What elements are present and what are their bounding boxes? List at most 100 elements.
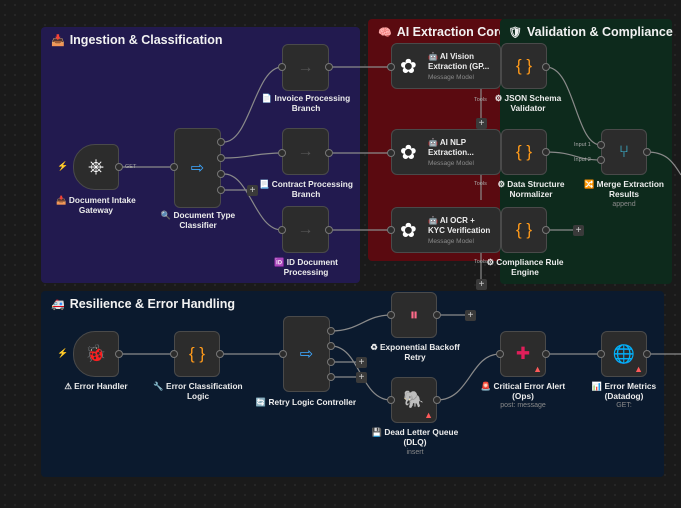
webhook-icon: ⎈ xyxy=(88,155,104,178)
input-label: Input 2 xyxy=(574,157,591,163)
shield-icon: 🛡 xyxy=(508,26,522,39)
add-node-button[interactable]: + xyxy=(465,310,476,321)
node-dead-letter-queue[interactable]: 🐘 ▲ xyxy=(391,377,437,423)
output-port[interactable] xyxy=(643,148,651,156)
node-document-intake[interactable]: ⎈ xyxy=(73,144,119,190)
add-node-button[interactable]: + xyxy=(356,357,367,368)
output-port-0[interactable] xyxy=(217,138,225,146)
add-node-button[interactable]: + xyxy=(573,225,584,236)
code-braces-icon: { } xyxy=(188,344,206,363)
node-contract-branch[interactable]: → xyxy=(282,128,329,175)
output-port-3[interactable] xyxy=(217,186,225,194)
node-label: 💾 Dead Letter Queue(DLQ) xyxy=(371,427,459,447)
node-document-type-classifier[interactable]: ⇨ xyxy=(174,128,221,208)
ambulance-icon: 🚑 xyxy=(51,298,65,311)
signpost-icon: ⇨ xyxy=(190,160,205,177)
node-json-schema-validator[interactable]: { } xyxy=(501,43,547,89)
pause-icon: ⏸ xyxy=(409,305,419,324)
trigger-bolt-icon: ⚡ xyxy=(57,161,69,171)
node-data-normalizer[interactable]: { } xyxy=(501,129,547,175)
openai-icon: ✿ xyxy=(400,141,417,164)
add-tool-button[interactable]: + xyxy=(476,279,487,290)
output-port[interactable] xyxy=(115,350,123,358)
node-ai-ocr[interactable]: ✿ 🤖 AI OCR +KYC Verification Message Mod… xyxy=(391,207,501,253)
node-retry-controller[interactable]: ⇨ xyxy=(283,316,330,392)
node-error-handler[interactable]: 🐞 xyxy=(73,331,119,377)
globe-icon: 🌐 xyxy=(612,343,636,364)
input-port[interactable] xyxy=(387,396,395,404)
output-port[interactable] xyxy=(325,226,333,234)
code-braces-icon: { } xyxy=(515,220,533,239)
node-invoice-branch[interactable]: → xyxy=(282,44,329,91)
node-compliance-engine[interactable]: { } xyxy=(501,207,547,253)
node-error-metrics[interactable]: 🌐 ▲ xyxy=(601,331,647,377)
output-port[interactable] xyxy=(433,311,441,319)
node-error-classification[interactable]: { } xyxy=(174,331,220,377)
output-port[interactable] xyxy=(433,396,441,404)
node-id-document[interactable]: → xyxy=(282,206,329,253)
add-node-button[interactable]: + xyxy=(247,185,258,196)
group-resilience: 🚑 Resilience & Error Handling xyxy=(41,291,664,477)
input-port[interactable] xyxy=(279,350,287,358)
output-port[interactable] xyxy=(542,63,550,71)
node-exponential-backoff[interactable]: ⏸ xyxy=(391,292,437,338)
input-port[interactable] xyxy=(170,163,178,171)
group-title: Ingestion & Classification xyxy=(69,33,223,47)
merge-icon: ⑂ xyxy=(618,142,630,161)
output-port[interactable] xyxy=(216,350,224,358)
output-port[interactable] xyxy=(325,63,333,71)
node-critical-error-alert[interactable]: ✚ ▲ xyxy=(500,331,546,377)
warning-icon: ▲ xyxy=(424,410,433,420)
node-merge-results[interactable]: ⑂ xyxy=(601,129,647,175)
output-port-2[interactable] xyxy=(217,170,225,178)
input-port[interactable] xyxy=(278,226,286,234)
output-port-0[interactable] xyxy=(327,327,335,335)
output-port[interactable] xyxy=(325,149,333,157)
output-port[interactable] xyxy=(542,226,550,234)
signpost-icon: ⇨ xyxy=(299,346,314,363)
brain-icon: 🧠 xyxy=(378,26,392,39)
warning-icon: ▲ xyxy=(634,364,643,374)
output-port-1[interactable] xyxy=(327,342,335,350)
node-subtitle: insert xyxy=(406,449,424,456)
input-port[interactable] xyxy=(597,350,605,358)
tools-label: Tools xyxy=(474,259,487,265)
openai-icon: ✿ xyxy=(400,219,417,242)
input-port[interactable] xyxy=(170,350,178,358)
node-label: 🚨 Critical Error Alert(Ops) xyxy=(480,381,566,401)
output-port-2[interactable] xyxy=(327,358,335,366)
input-port[interactable] xyxy=(387,226,395,234)
add-node-button[interactable]: + xyxy=(356,372,367,383)
input-port[interactable] xyxy=(278,149,286,157)
add-tool-button[interactable]: + xyxy=(476,118,487,129)
output-port[interactable] xyxy=(115,163,123,171)
input-port-2[interactable] xyxy=(597,156,605,164)
output-port[interactable] xyxy=(643,350,651,358)
node-label: 📊 Error Metrics(Datadog) xyxy=(591,381,657,401)
input-port[interactable] xyxy=(496,350,504,358)
input-port[interactable] xyxy=(387,63,395,71)
node-subtitle: GET: xyxy=(616,402,632,409)
output-port-1[interactable] xyxy=(217,154,225,162)
input-port[interactable] xyxy=(387,149,395,157)
input-port-1[interactable] xyxy=(597,141,605,149)
tools-label: Tools xyxy=(474,181,487,187)
trigger-bolt-icon: ⚡ xyxy=(57,348,69,358)
input-port[interactable] xyxy=(278,63,286,71)
output-port[interactable] xyxy=(542,350,550,358)
group-title: Resilience & Error Handling xyxy=(69,297,236,311)
output-port-3[interactable] xyxy=(327,373,335,381)
inbox-tray-icon: 📥 xyxy=(51,34,65,47)
output-port[interactable] xyxy=(542,148,550,156)
input-port[interactable] xyxy=(387,311,395,319)
